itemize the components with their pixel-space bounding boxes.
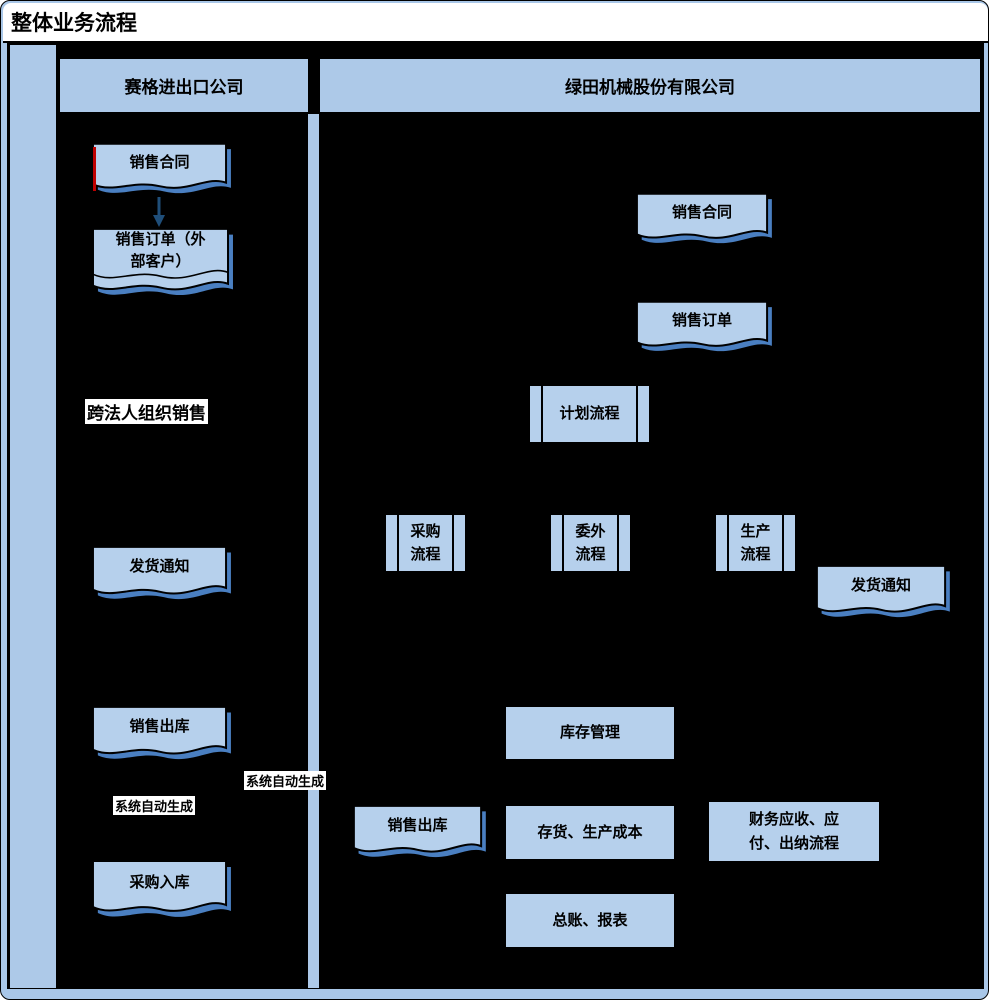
doc-label: 销售订单 xyxy=(671,310,732,329)
doc-purchase-inbound-left: 采购入库 xyxy=(91,859,231,919)
title-bar: 整体业务流程 xyxy=(3,3,988,43)
process-planning: 计划流程 xyxy=(528,384,651,444)
doc-delivery-notice-right: 发货通知 xyxy=(815,564,950,619)
lane-header-saige: 赛格进出口公司 xyxy=(59,58,309,113)
document-shape-icon xyxy=(635,300,772,352)
doc-sales-outbound-left: 销售出库 xyxy=(91,705,231,761)
predef-right-bar xyxy=(782,514,784,572)
document-shape-icon xyxy=(91,859,231,917)
doc-label: 销售出库 xyxy=(129,717,190,736)
process-outsourcing: 委外流程 xyxy=(549,513,632,573)
box-inventory-management: 库存管理 xyxy=(504,705,676,761)
arrow-down-icon xyxy=(153,197,165,227)
document-shape-icon xyxy=(91,142,231,194)
doc-sales-contract-left: 销售合同 xyxy=(91,142,231,195)
predef-left-bar xyxy=(562,514,564,572)
document-shape-icon xyxy=(815,564,950,618)
document-shape-icon xyxy=(352,804,486,858)
box-label: 总账、报表 xyxy=(552,910,628,929)
doc-sales-order-right: 销售订单 xyxy=(635,300,772,353)
page-title: 整体业务流程 xyxy=(11,11,137,35)
doc-label: 销售出库 xyxy=(387,815,448,834)
doc-delivery-notice-left: 发货通知 xyxy=(91,545,231,601)
predef-right-bar xyxy=(617,514,619,572)
box-label: 财务应收、应付、出纳流程 xyxy=(748,810,839,852)
red-marker xyxy=(93,147,96,191)
doc-sales-contract-right: 销售合同 xyxy=(635,192,772,245)
box-inventory-production-cost: 存货、生产成本 xyxy=(504,804,676,861)
doc-label: 销售订单（外部客户） xyxy=(115,230,206,270)
lane-header-lvtian-label: 绿田机械股份有限公司 xyxy=(565,78,735,98)
left-gutter xyxy=(9,44,57,989)
box-finance-process: 财务应收、应付、出纳流程 xyxy=(707,800,881,863)
predef-left-bar xyxy=(541,385,543,443)
predef-left-bar xyxy=(397,514,399,572)
label-auto-generated-right: 系统自动生成 xyxy=(244,771,327,790)
box-label: 存货、生产成本 xyxy=(537,822,643,841)
doc-label: 发货通知 xyxy=(850,575,911,594)
doc-label: 采购入库 xyxy=(129,873,190,892)
document-shape-icon xyxy=(91,705,231,760)
document-shape-icon xyxy=(635,192,772,244)
process-procurement: 采购流程 xyxy=(384,513,467,573)
predef-left-bar xyxy=(727,514,729,572)
process-label: 委外流程 xyxy=(575,521,606,563)
doc-label: 销售合同 xyxy=(129,152,190,171)
box-label: 库存管理 xyxy=(559,723,620,742)
predef-right-bar xyxy=(452,514,454,572)
lane-header-saige-label: 赛格进出口公司 xyxy=(124,78,244,98)
process-label: 采购流程 xyxy=(410,521,441,563)
multi-document-shape-icon xyxy=(91,227,233,296)
doc-label: 发货通知 xyxy=(129,557,190,576)
doc-label: 销售合同 xyxy=(671,202,732,221)
predef-right-bar xyxy=(636,385,638,443)
process-production: 生产流程 xyxy=(714,513,797,573)
lane-divider xyxy=(307,113,320,989)
doc-sales-outbound-right: 销售出库 xyxy=(352,804,486,859)
process-label: 生产流程 xyxy=(740,521,771,563)
lane-header-lvtian: 绿田机械股份有限公司 xyxy=(319,58,981,113)
label-auto-generated-left: 系统自动生成 xyxy=(113,796,196,815)
label-cross-entity-sales: 跨法人组织销售 xyxy=(85,399,208,424)
doc-sales-order-external-left: 销售订单（外部客户） xyxy=(91,227,233,297)
process-label: 计划流程 xyxy=(559,404,620,423)
connector-arrow-down-icon xyxy=(151,197,167,227)
document-shape-icon xyxy=(91,545,231,600)
box-ledger-reports: 总账、报表 xyxy=(504,892,676,949)
